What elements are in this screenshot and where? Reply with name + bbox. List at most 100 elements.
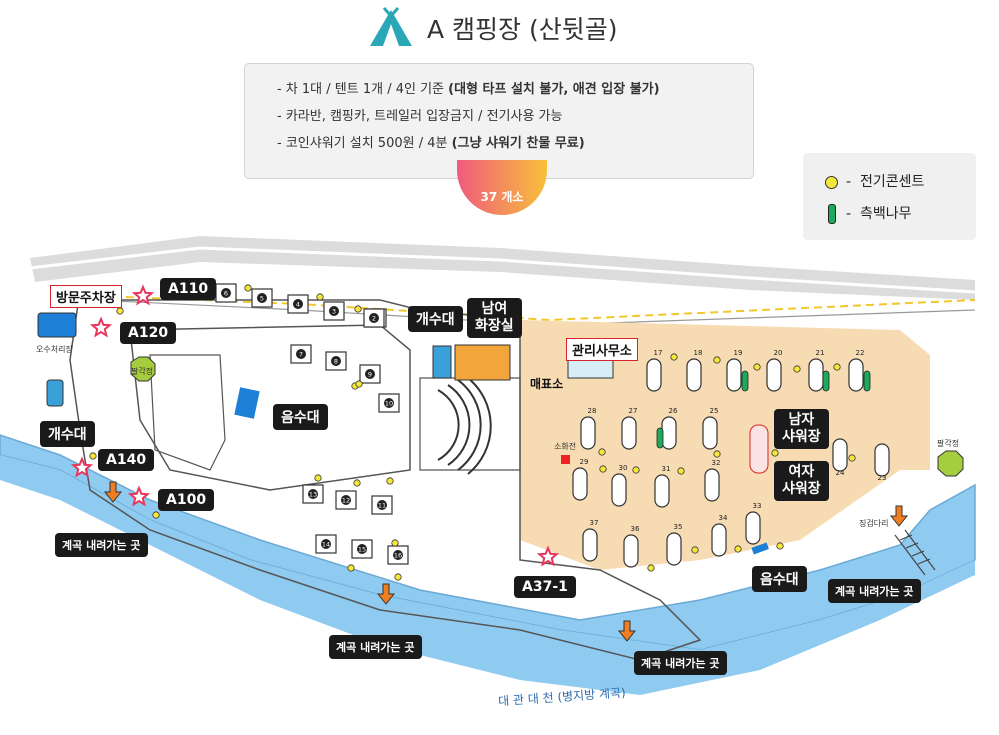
marker-star-A120 [89,316,113,338]
svg-text:34: 34 [719,514,728,522]
campsites-layer: 1234567891011121314151617181920212223242… [215,283,890,568]
svg-text:18: 18 [694,349,703,357]
stairs-to-bridge [894,529,936,576]
sink-center-building [432,345,452,379]
svg-text:5: 5 [260,295,264,303]
outlet-marker [713,356,721,364]
campsite-8: 8 [325,351,347,371]
outlet-marker [632,466,640,474]
svg-text:13: 13 [309,491,317,499]
down-arrow-icon [103,481,123,503]
men-shower-label: 남자 샤워장 [774,409,829,449]
outlet-marker [677,467,685,475]
office-building [567,357,614,379]
marker-star-A110 [131,284,155,306]
stream-access-label-3: 계곡 내려가는 곳 [634,651,727,675]
marker-star-A140 [70,456,94,478]
legend-outlet: - 전기콘센트 [825,171,924,191]
outlet-marker [598,448,606,456]
svg-text:23: 23 [878,474,887,482]
campsite-30: 30 [611,464,628,507]
outlet-marker [713,450,721,458]
pavilion-left-shape [130,356,156,382]
marker-label-a110: A110 [160,278,217,300]
sink-left-label: 개수대 [40,421,95,447]
outlet-marker [691,546,699,554]
svg-text:32: 32 [712,459,721,467]
marker-label-a120: A120 [120,322,177,344]
inner-loop [129,324,411,491]
svg-text:26: 26 [669,407,678,415]
svg-text:25: 25 [710,407,719,415]
office-label: 관리사무소 [566,338,638,361]
down-arrow-icon [376,583,396,605]
sink-center-label: 개수대 [408,306,463,332]
campsite-18: 18 [686,349,703,392]
svg-text:15: 15 [358,546,366,554]
sewage-label: 오수처리장 [36,345,73,354]
campsite-28: 28 [580,407,596,450]
page-title: A 캠핑장 (산뒷골) [427,15,618,44]
outlet-marker [670,353,678,361]
drinking-fountain-left [234,387,260,419]
outlet-marker [314,474,322,482]
outlet-marker [89,452,97,460]
outlet-marker [771,449,779,457]
svg-text:17: 17 [654,349,663,357]
campsite-12: 12 [335,490,357,510]
svg-text:19: 19 [734,349,743,357]
tree-marker [656,427,664,449]
outlet-marker [647,564,655,572]
campsite-33: 33 [745,502,761,545]
info-line: - 차 1대 / 텐트 1개 / 4인 기준 (대형 타프 설치 불가, 애견 … [277,82,660,97]
marker-label-a37-1: A37-1 [514,576,576,598]
down-arrow-icon [617,620,637,642]
restroom-label: 남여 화장실 [467,298,522,338]
svg-text:8: 8 [334,358,338,366]
drinking-right-label: 음수대 [752,566,807,592]
campsite-15: 15 [351,539,373,559]
down-arrow-icon [889,505,909,527]
svg-text:36: 36 [631,525,640,533]
campsite-2: 2 [363,308,385,328]
svg-text:3: 3 [332,308,336,316]
outlet-marker [244,284,252,292]
legend-tree: - 측백나무 [825,203,912,224]
tree-marker [863,370,871,392]
svg-text:9: 9 [368,371,372,379]
campsite-34: 34 [711,514,728,557]
outlets-layer [89,284,856,581]
svg-text:35: 35 [674,523,683,531]
campsite-3: 3 [323,301,345,321]
svg-text:6: 6 [224,290,228,298]
stream-access-label-2: 계곡 내려가는 곳 [329,635,422,659]
sewage-building [37,312,77,338]
campsite-25: 25 [702,407,719,450]
svg-text:30: 30 [619,464,628,472]
shower-block [749,424,769,474]
restroom-building [454,344,511,381]
svg-text:14: 14 [322,541,330,549]
store-label: 매표소 [530,377,564,391]
sink-left-building [46,379,64,407]
women-shower-label: 여자 샤워장 [774,461,829,501]
stars-layer [70,284,560,567]
campsite-31: 31 [654,465,671,508]
svg-text:31: 31 [662,465,671,473]
campsite-32: 32 [704,459,721,502]
campsite-6: 6 [215,283,237,303]
campsite-14: 14 [315,534,337,554]
extinguisher-label: 소화전 [554,442,577,451]
campsite-29: 29 [572,458,588,501]
outlet-marker [353,479,361,487]
outlet-marker [355,380,363,388]
road-centerline [29,246,976,294]
outlet-marker [152,511,160,519]
svg-text:21: 21 [816,349,825,357]
campsite-36: 36 [623,525,640,568]
tree-marker [741,370,749,392]
stream-access-label-4: 계곡 내려가는 곳 [828,579,921,603]
outlet-marker [394,573,402,581]
svg-text:20: 20 [774,349,783,357]
campsite-7: 7 [290,344,312,364]
